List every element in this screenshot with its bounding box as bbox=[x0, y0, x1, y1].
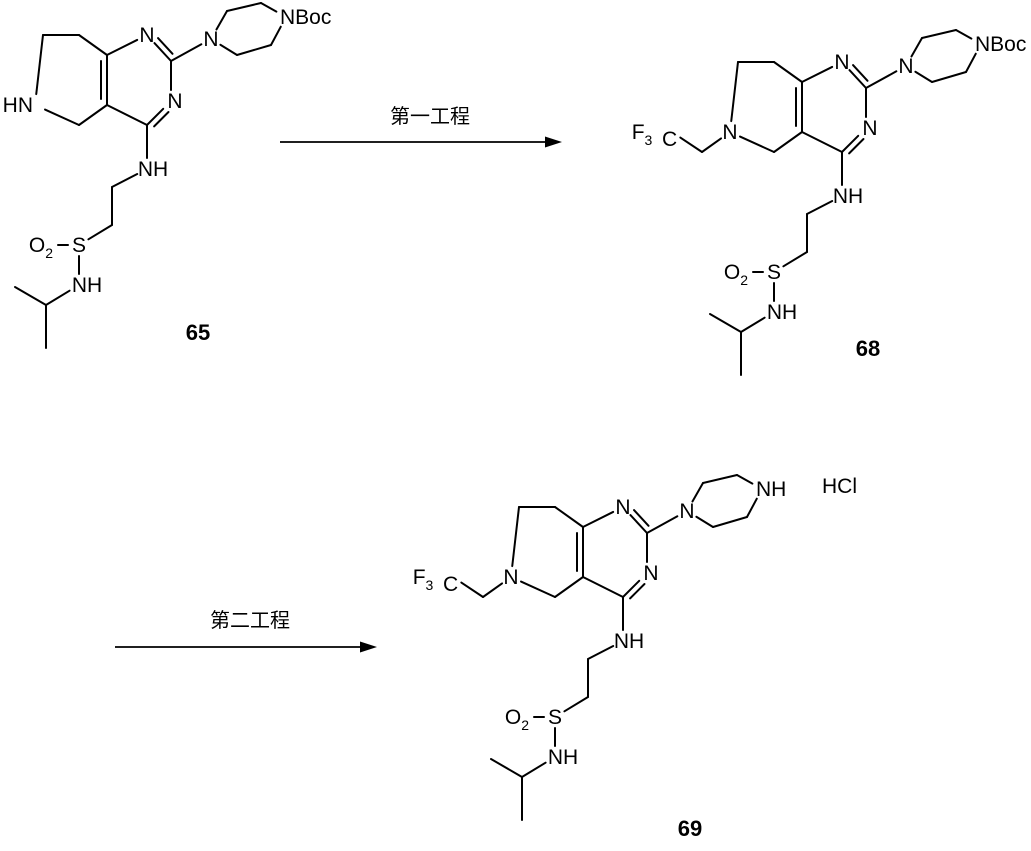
step-1-label: 第一工程 bbox=[390, 104, 470, 128]
sulfonamide-nh-label: NH bbox=[72, 274, 102, 297]
reaction-arrow-step-1 bbox=[280, 137, 562, 148]
compound-69-structure: NNNNHSO2NHNHHClNF3C bbox=[413, 475, 857, 820]
piperazine-nitrogen-label: N bbox=[203, 28, 218, 51]
compound-65-structure: NNNNHSO2NHNBocHN bbox=[3, 3, 332, 348]
ring-nitrogen-n1-label: N bbox=[615, 496, 630, 519]
sulfur-label: S bbox=[72, 234, 86, 257]
sulfonyl-oxygen-label: O2 bbox=[724, 261, 748, 288]
hcl-salt-label: HCl bbox=[822, 475, 857, 498]
ring-nitrogen-n3-label: N bbox=[167, 90, 182, 113]
trifluoromethyl-carbon-label: C bbox=[443, 573, 458, 596]
trifluoromethyl-label: F3 bbox=[632, 121, 653, 148]
reaction-arrow-step-2 bbox=[115, 642, 377, 653]
amino-nh-label: NH bbox=[833, 185, 863, 208]
compound-68-structure: NNNNHSO2NHNBocNF3C bbox=[632, 30, 1027, 375]
trifluoromethyl-carbon-label: C bbox=[662, 128, 677, 151]
ring-nitrogen-n3-label: N bbox=[643, 562, 658, 585]
sulfonamide-nh-label: NH bbox=[548, 746, 578, 769]
ring-nitrogen-n6-label: N bbox=[722, 121, 737, 144]
sulfur-label: S bbox=[767, 261, 781, 284]
trifluoromethyl-label: F3 bbox=[413, 566, 434, 593]
piperazine-nitrogen-label: N bbox=[679, 500, 694, 523]
compound-69-number: 69 bbox=[678, 816, 702, 841]
step-2-label: 第二工程 bbox=[210, 608, 290, 632]
ring-nitrogen-n1-label: N bbox=[139, 24, 154, 47]
sulfur-label: S bbox=[548, 706, 562, 729]
amino-nh-label: NH bbox=[138, 158, 168, 181]
ring-nitrogen-n1-label: N bbox=[834, 51, 849, 74]
n-boc-label: NBoc bbox=[975, 33, 1026, 56]
piperazine-nitrogen-label: N bbox=[898, 55, 913, 78]
amino-nh-label: NH bbox=[614, 630, 644, 653]
ring-nh-label: HN bbox=[3, 94, 33, 117]
ring-nitrogen-n6-label: N bbox=[503, 566, 518, 589]
ring-nitrogen-n3-label: N bbox=[862, 117, 877, 140]
sulfonyl-oxygen-label: O2 bbox=[29, 234, 53, 261]
sulfonyl-oxygen-label: O2 bbox=[505, 706, 529, 733]
compound-68-number: 68 bbox=[856, 336, 880, 361]
compound-65-number: 65 bbox=[186, 320, 210, 345]
n-boc-label: NBoc bbox=[280, 6, 331, 29]
piperazine-nh-label: NH bbox=[756, 478, 786, 501]
sulfonamide-nh-label: NH bbox=[767, 301, 797, 324]
